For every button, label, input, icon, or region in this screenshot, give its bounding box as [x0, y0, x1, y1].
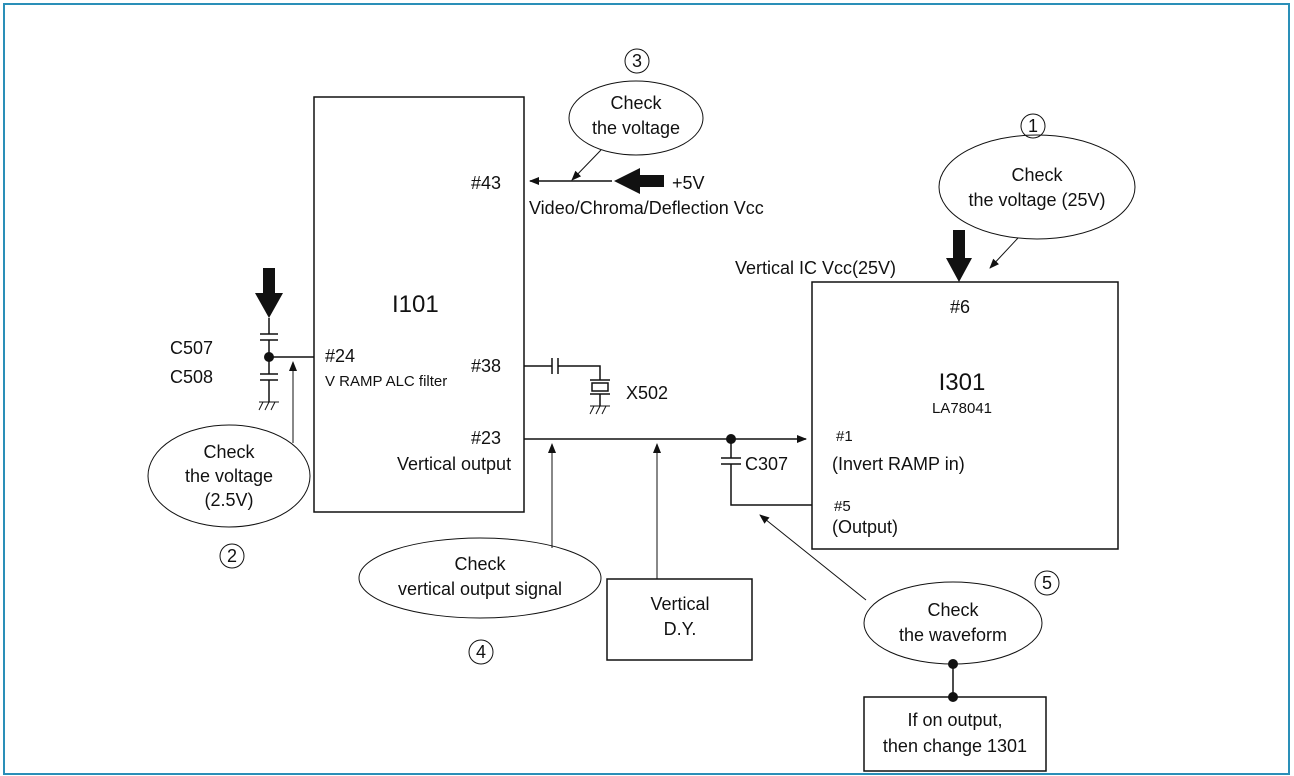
vcc5-desc: Video/Chroma/Deflection Vcc	[529, 198, 764, 218]
diagram-frame	[3, 3, 1290, 775]
x502-label: X502	[626, 383, 668, 403]
vcc5-label: +5V	[672, 173, 705, 193]
pin-1-label: #1	[836, 428, 853, 445]
pin-23-desc: Vertical output	[397, 454, 511, 474]
dy-box	[606, 578, 753, 661]
step5-pointer	[759, 514, 867, 601]
vcc25-desc: Vertical IC Vcc(25V)	[735, 258, 896, 278]
pin-1-desc: (Invert RAMP in)	[832, 454, 965, 474]
pin-5-label: #5	[834, 498, 851, 515]
step5-line1: Check	[927, 600, 979, 620]
step4-number-badge	[468, 639, 494, 665]
pin-23-label: #23	[471, 428, 501, 448]
c307-wire-2	[730, 464, 812, 506]
step3-line2: the voltage	[592, 118, 680, 138]
c507-label: C507	[170, 338, 213, 358]
note-line2: then change 1301	[883, 736, 1027, 756]
pin-24-desc: V RAMP ALC filter	[325, 373, 447, 390]
step2-line2: the voltage	[185, 466, 273, 486]
ic-i301-part: LA78041	[932, 400, 992, 417]
step2-line1: Check	[203, 442, 255, 462]
step5-number: 5	[1042, 573, 1052, 593]
step3-number-badge	[624, 48, 650, 74]
step5-line2: the waveform	[899, 625, 1007, 645]
ground-icon	[258, 401, 279, 411]
x502-ground-icon	[589, 405, 610, 415]
c307-label: C307	[745, 454, 788, 474]
c507-arrow-icon	[255, 268, 283, 318]
dy-line1: Vertical	[650, 594, 709, 614]
pin-43-label: #43	[471, 173, 501, 193]
step3-pointer	[571, 149, 602, 181]
note-box	[863, 696, 1047, 772]
step1-number: 1	[1028, 116, 1038, 136]
note-line1: If on output,	[907, 710, 1002, 730]
step5-bubble	[863, 581, 1043, 665]
x502-wire-2	[558, 365, 601, 380]
step4-line2: vertical output signal	[398, 579, 562, 599]
ic-i101-box	[313, 96, 525, 513]
x502-crystal-icon	[591, 382, 609, 392]
dy-line2: D.Y.	[664, 619, 697, 639]
step2-number-badge	[219, 543, 245, 569]
c508-label: C508	[170, 367, 213, 387]
step1-line1: Check	[1011, 165, 1063, 185]
vcc5-arrow-icon	[614, 168, 664, 194]
step1-line2: the voltage (25V)	[968, 190, 1105, 210]
step1-bubble	[938, 134, 1136, 240]
step1-pointer	[989, 237, 1019, 269]
vcc25-arrow-icon	[946, 230, 972, 282]
step1-number-badge	[1020, 113, 1046, 139]
step2-number: 2	[227, 546, 237, 566]
step5-number-badge	[1034, 570, 1060, 596]
ic-i301-box	[811, 281, 1119, 550]
step4-line1: Check	[454, 554, 506, 574]
step3-number: 3	[632, 51, 642, 71]
step4-bubble	[358, 537, 602, 619]
ic-i301-name: I301	[939, 369, 986, 396]
pin-5-desc: (Output)	[832, 517, 898, 537]
step4-number: 4	[476, 642, 486, 662]
step2-bubble	[147, 424, 311, 528]
pin-38-label: #38	[471, 356, 501, 376]
step2-line3: (2.5V)	[204, 490, 253, 510]
pin-24-label: #24	[325, 346, 355, 366]
ic-i101-name: I101	[392, 291, 439, 318]
pin-6-label: #6	[950, 297, 970, 317]
note-connector-dot-top	[948, 659, 958, 669]
step3-bubble	[568, 80, 704, 156]
step3-line1: Check	[610, 93, 662, 113]
